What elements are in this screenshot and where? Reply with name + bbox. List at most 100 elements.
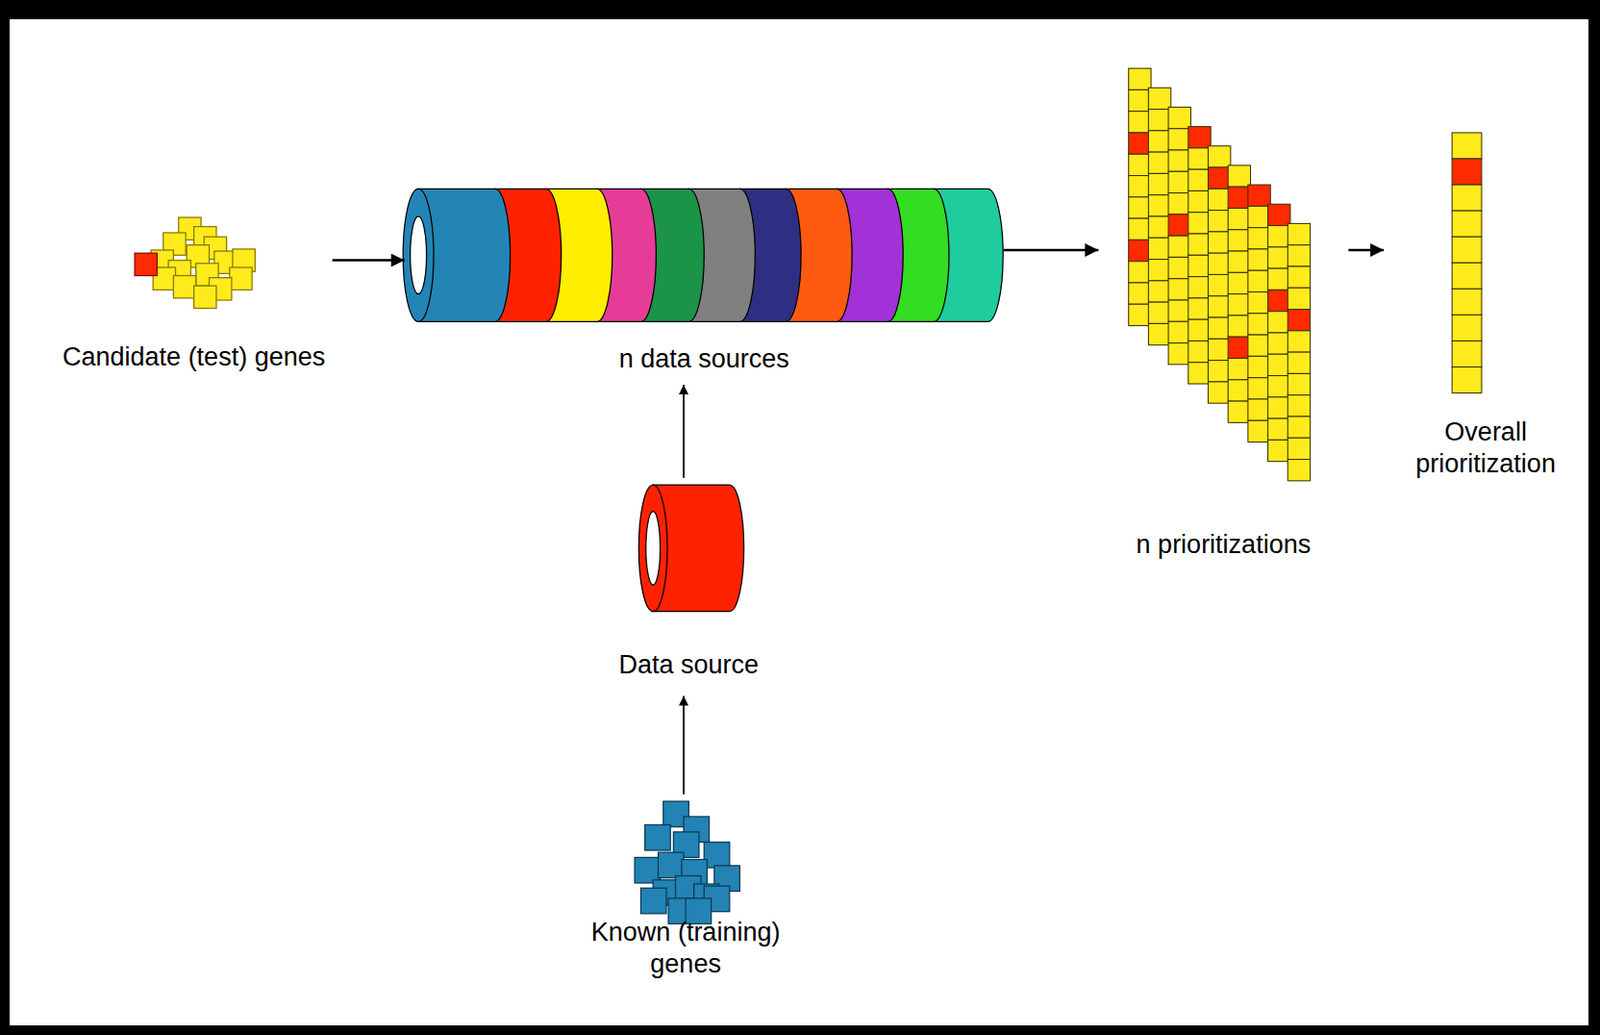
rank-cell xyxy=(1248,313,1271,335)
rank-cell xyxy=(1268,311,1291,333)
rank-cell xyxy=(1188,319,1211,341)
rank-cell xyxy=(1148,216,1171,238)
rank-cell xyxy=(1268,268,1291,290)
rank-cell xyxy=(1188,276,1211,299)
rank-cell xyxy=(1287,459,1310,481)
ranking-stack: n prioritizations xyxy=(1100,61,1347,573)
cylinder-face xyxy=(402,188,434,322)
rank-cell xyxy=(1168,300,1191,322)
rank-cell xyxy=(1287,245,1310,267)
rank-cell xyxy=(1248,334,1271,356)
rank-cell xyxy=(1287,266,1310,288)
rank-cell xyxy=(1168,214,1191,236)
rank-cell xyxy=(1268,332,1291,354)
rank-cell xyxy=(1148,130,1171,152)
rank-cell xyxy=(1227,186,1250,208)
gene-square xyxy=(134,252,157,275)
rank-cell xyxy=(1168,150,1191,172)
caption-label: Overall prioritization xyxy=(1385,416,1586,480)
rank-cell xyxy=(1248,377,1271,400)
rank-cell xyxy=(1248,249,1271,271)
gene-square xyxy=(645,824,672,850)
rank-cell xyxy=(1188,148,1211,170)
rank-cell xyxy=(1128,132,1151,154)
gene-square xyxy=(657,851,684,878)
rank-cell xyxy=(1188,212,1211,234)
rank-cell xyxy=(1287,395,1310,417)
rank-cell xyxy=(1268,203,1291,225)
rank-cell xyxy=(1207,231,1230,253)
rank-cell xyxy=(1227,379,1250,401)
rank-cell xyxy=(1128,218,1151,240)
rank-cell xyxy=(1207,381,1230,403)
cylinder-face xyxy=(638,484,668,612)
rank-cell xyxy=(1287,351,1310,374)
gene-square xyxy=(194,285,217,308)
rank-cell xyxy=(1128,68,1151,90)
data-source-stack: n data sources xyxy=(406,183,1002,383)
rank-cell xyxy=(1287,373,1310,395)
gene-square xyxy=(703,842,730,869)
rank-cell xyxy=(1227,250,1250,273)
rank-cell xyxy=(1207,188,1230,210)
rank-cell xyxy=(1148,109,1171,131)
rank-cell xyxy=(1451,314,1482,341)
rank-cell xyxy=(1168,235,1191,257)
caption-label: n data sources xyxy=(406,343,1002,375)
rank-cell xyxy=(1188,169,1211,191)
rank-cell xyxy=(1268,225,1291,248)
cylinder-hole xyxy=(646,511,661,585)
rank-cell xyxy=(1168,343,1191,365)
rank-cell xyxy=(1268,247,1291,269)
rank-cell xyxy=(1268,439,1291,461)
rank-cell xyxy=(1207,252,1230,275)
rank-cell xyxy=(1248,227,1271,250)
gene-square xyxy=(640,887,667,914)
rank-cell xyxy=(1451,158,1482,185)
rank-cell xyxy=(1148,195,1171,217)
rank-cell xyxy=(1188,362,1211,384)
flow-arrow xyxy=(682,696,685,795)
rank-cell xyxy=(1268,418,1291,440)
rank-cell xyxy=(1188,233,1211,255)
rank-cell xyxy=(1207,167,1230,189)
rank-cell xyxy=(1128,239,1151,261)
rank-cell xyxy=(1188,254,1211,276)
gene-square xyxy=(229,267,252,290)
flow-arrow xyxy=(682,384,685,478)
rank-cell xyxy=(1168,321,1191,343)
rank-cell xyxy=(1188,340,1211,362)
gene-set: Candidate (test) genes xyxy=(57,203,331,419)
rank-cell xyxy=(1227,229,1250,251)
rank-cell xyxy=(1227,294,1250,316)
rank-cell xyxy=(1227,400,1250,423)
rank-cell xyxy=(1451,340,1482,367)
rank-cell xyxy=(1227,272,1250,294)
rank-cell xyxy=(1207,296,1230,318)
gene-square xyxy=(634,856,661,883)
caption-label: Known (training) genes xyxy=(567,916,804,980)
rank-cell xyxy=(1128,197,1151,219)
rank-cell xyxy=(1268,353,1291,375)
rank-cell xyxy=(1287,437,1310,459)
rank-cell xyxy=(1287,287,1310,309)
caption-label: Candidate (test) genes xyxy=(57,341,331,374)
rank-cell xyxy=(1168,171,1191,193)
rank-cell xyxy=(1227,357,1250,379)
rank-cell xyxy=(1207,274,1230,296)
rank-cell xyxy=(1168,128,1191,150)
rank-cell xyxy=(1128,303,1151,325)
rank-cell xyxy=(1128,282,1151,304)
rank-cell xyxy=(1451,288,1482,315)
rank-cell xyxy=(1248,184,1271,206)
caption-label: Data source xyxy=(587,649,790,681)
rank-cell xyxy=(1268,289,1291,311)
rank-cell xyxy=(1168,193,1191,215)
rank-cell xyxy=(1188,298,1211,320)
caption-label: n prioritizations xyxy=(1100,528,1347,561)
cylinder-hole xyxy=(410,216,427,295)
rank-cell xyxy=(1227,336,1250,358)
rank-cell xyxy=(1148,237,1171,259)
rank-cell xyxy=(1168,106,1191,128)
